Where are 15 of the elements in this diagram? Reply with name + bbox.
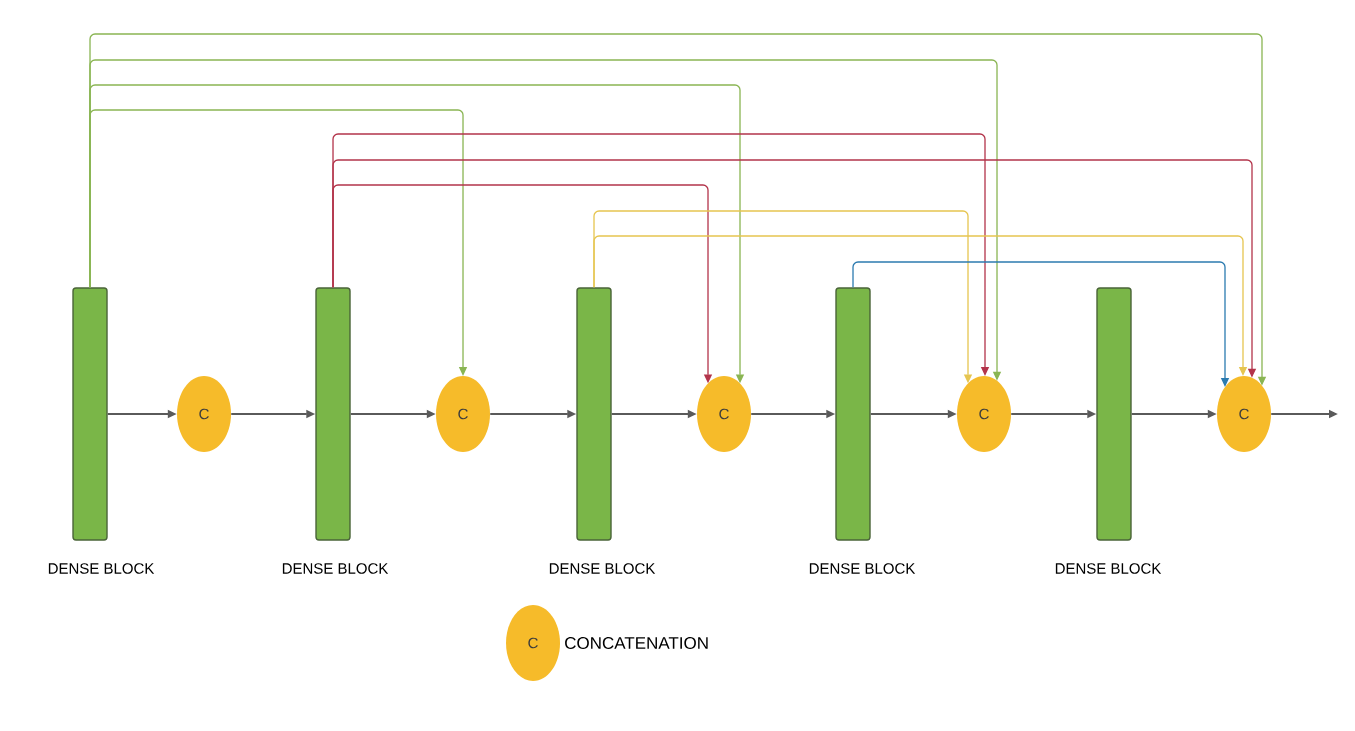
block-label: DENSE BLOCK <box>549 563 656 574</box>
dense-block-bar <box>576 287 612 541</box>
legend-label: CONCATENATION <box>565 636 708 649</box>
dense-block-bar <box>835 287 871 541</box>
dense-block-bar <box>315 287 351 541</box>
arrow <box>852 261 1230 387</box>
arrow <box>89 109 468 376</box>
arrow <box>332 133 990 376</box>
arrow <box>593 235 1248 376</box>
dense-block-bar <box>1096 287 1132 541</box>
dense-block-bar <box>72 287 108 541</box>
block-label: DENSE BLOCK <box>48 563 155 574</box>
block-label: DENSE BLOCK <box>809 563 916 574</box>
block-label: DENSE BLOCK <box>1055 563 1162 574</box>
block-label: DENSE BLOCK <box>282 563 389 574</box>
